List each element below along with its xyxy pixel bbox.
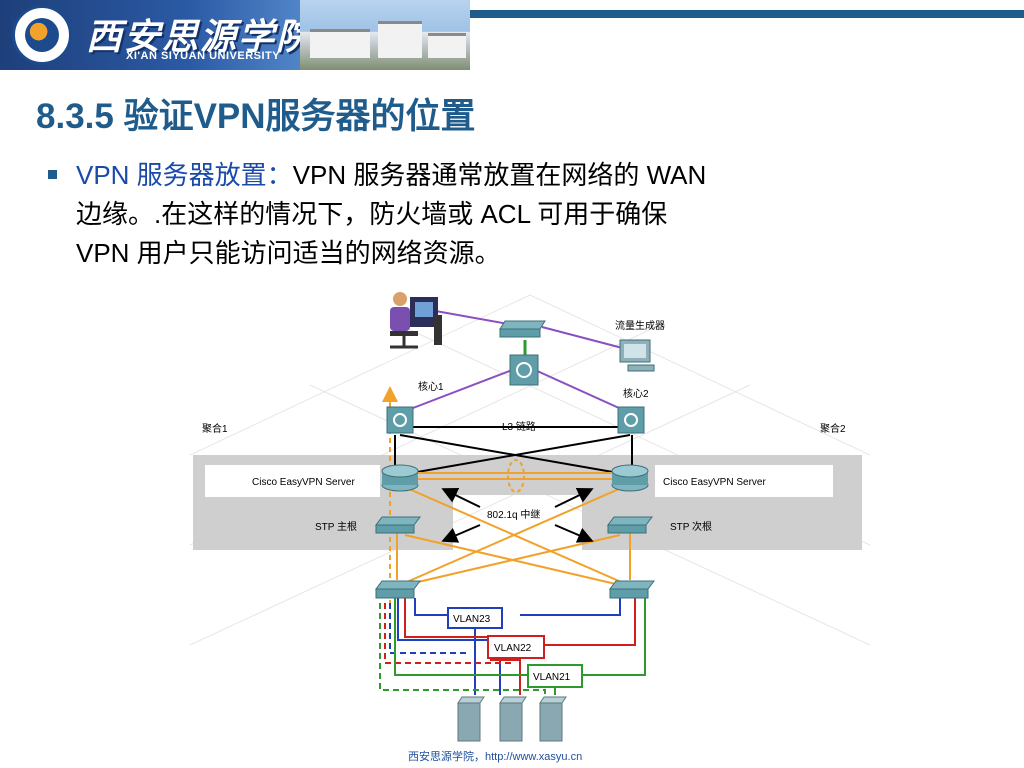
school-name-cn: 西安思源学院 [86,16,315,58]
label-l3-link: L3 链路 [502,420,536,433]
server-vlan23-icon [457,696,485,742]
label-vlan22: VLAN22 [494,643,532,654]
vlan22-dashed [384,603,515,664]
vpn-server-label-box-right [655,465,833,497]
link-core-switch-to-generator [541,326,631,351]
vlan22-links [404,597,636,695]
vpn-router-right-icon [611,464,649,492]
trunk-links [396,472,631,586]
core-mesh-links [394,426,633,476]
pc-user-icon [390,292,442,349]
vpn-server-label-box-left [205,465,380,497]
vlan22-box [487,635,545,659]
vpn-router-left-icon [381,464,419,492]
bullet-square-icon [48,170,57,179]
bullet-paragraph: VPN 服务器放置：VPN 服务器通常放置在网络的 WAN 边缘。.在这样的情况… [76,156,906,273]
core1-switch-icon [386,406,414,434]
label-distribution1: 聚合1 [202,422,228,435]
vlan21-dashed [379,603,546,697]
core2-switch-icon [617,406,645,434]
label-vpn-server-left: Cisco EasyVPN Server [252,477,355,488]
label-vlan23: VLAN23 [453,614,491,625]
server-vlan22-icon [499,696,527,742]
campus-photo [300,0,470,70]
network-diagram: 流量生成器 核心1 核心2 聚合1 聚合2 L3 链路 Cisco EasyVP… [190,292,870,742]
logo-banner: 西安思源学院 XI'AN SIYUAN UNIVERSITY [0,0,470,70]
label-vlan21: VLAN21 [533,672,571,683]
bullet-label: VPN 服务器放置： [76,160,293,190]
vlan21-links [394,597,646,695]
trunk-arrows [441,488,594,543]
footer-credit: 西安思源学院，http://www.xasyu.cn [408,751,583,763]
traffic-generator-icon [619,339,655,372]
server-vlan21-icon [539,696,567,742]
vlan23-links [397,597,621,695]
core-switch-top-icon [499,320,546,338]
vlan23-dashed [389,603,470,654]
label-core1: 核心1 [418,380,444,393]
label-stp-primary: STP 主根 [315,520,357,533]
school-name-en: XI'AN SIYUAN UNIVERSITY [126,50,281,62]
label-distribution2: 聚合2 [820,422,846,435]
bullet-line-3: VPN 用户只能访问适当的网络资源。 [76,238,501,268]
school-emblem-icon [12,5,72,65]
etherchannel-ring-icon [507,459,525,493]
access-switch-left-icon [375,580,421,599]
label-trunk: 802.1q 中继 [487,508,540,521]
label-core2: 核心2 [623,387,649,400]
header: 西安思源学院 XI'AN SIYUAN UNIVERSITY [0,0,1024,70]
stp-secondary-switch-icon [607,516,653,534]
slide-title: 8.3.5 验证VPN服务器的位置 [36,97,476,136]
label-stp-secondary: STP 次根 [670,520,712,533]
vlan23-box [447,607,503,629]
vlan21-box [527,664,583,688]
header-accent-bar [470,10,1024,18]
bullet-line-1: VPN 服务器通常放置在网络的 WAN [292,160,707,190]
label-traffic-generator: 流量生成器 [615,319,665,332]
link-l3-to-core1 [399,369,513,414]
link-l3-to-core2 [534,369,631,414]
stp-primary-switch-icon [375,516,421,534]
label-vpn-server-right: Cisco EasyVPN Server [663,477,766,488]
bullet-line-2: 边缘。.在这样的情况下，防火墙或 ACL 可用于确保 [76,199,668,229]
l3-switch-icon [509,354,539,386]
access-switch-right-icon [609,580,655,599]
